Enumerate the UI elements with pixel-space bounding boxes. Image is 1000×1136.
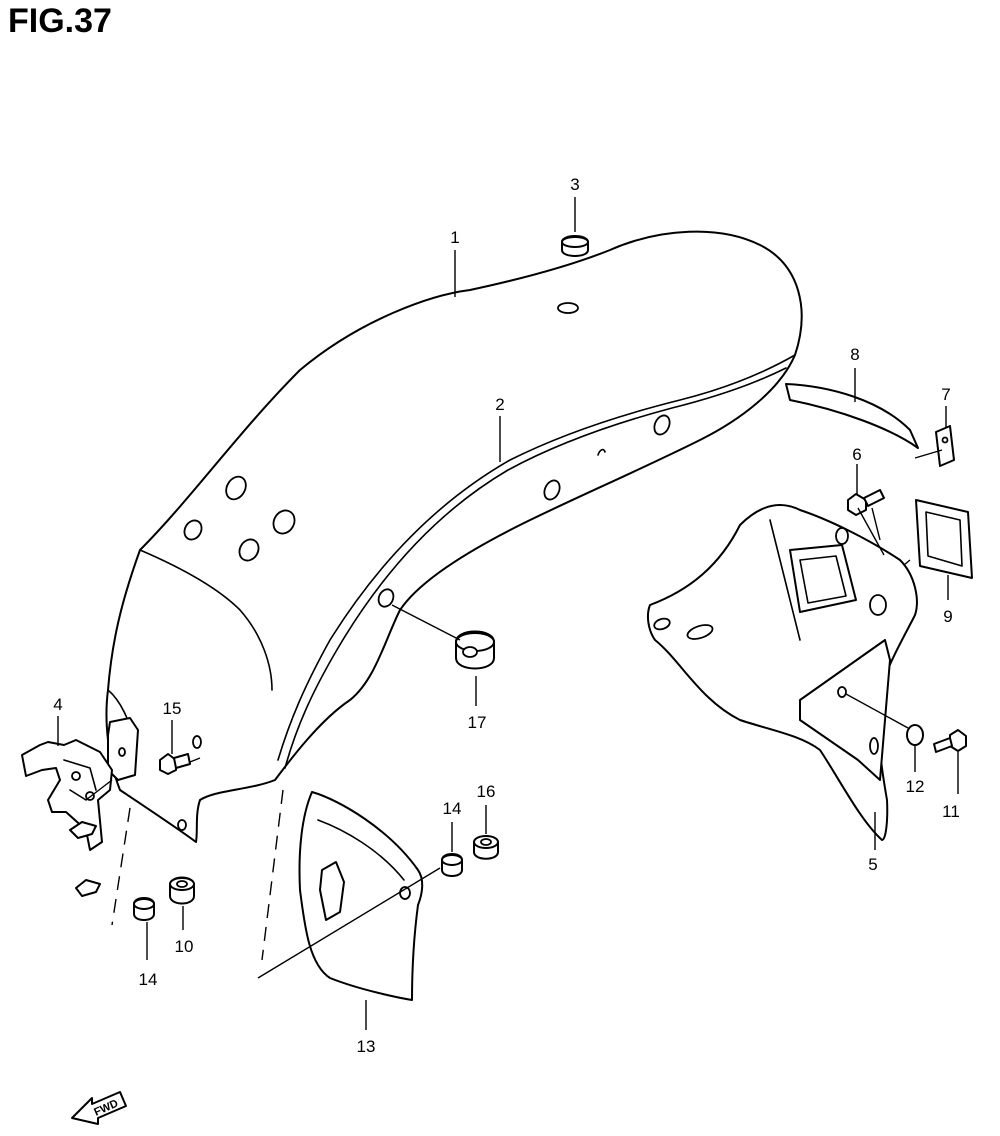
fwd-label: FWD <box>92 1098 120 1119</box>
bracket-part-4 <box>21 739 113 851</box>
bolt-part-6 <box>847 489 885 516</box>
washer-part-12 <box>906 724 924 746</box>
callout-4: 4 <box>53 695 62 714</box>
screw-bracket-lower <box>75 879 101 897</box>
callout-14-left: 14 <box>139 970 158 989</box>
screw-bracket-upper <box>69 821 97 839</box>
rear-fender-part-1 <box>105 230 803 843</box>
clip-part-7 <box>935 425 955 467</box>
callout-6: 6 <box>852 445 861 464</box>
callout-17: 17 <box>468 713 487 732</box>
callout-leaders <box>57 197 959 1030</box>
callout-11: 11 <box>942 802 960 821</box>
nut-part-14-right <box>441 853 463 877</box>
callout-10: 10 <box>175 937 194 956</box>
callout-1: 1 <box>450 228 459 247</box>
grommet-part-3 <box>561 235 589 257</box>
callout-9: 9 <box>943 607 952 626</box>
callout-7: 7 <box>941 385 950 404</box>
screw-part-15 <box>159 753 191 775</box>
grommet-part-17 <box>455 630 495 670</box>
mud-flap-part-13 <box>298 791 424 1001</box>
nut-part-10 <box>169 876 195 905</box>
callout-2: 2 <box>495 395 504 414</box>
trim-strip-part-8 <box>785 383 919 449</box>
callout-13: 13 <box>357 1037 376 1056</box>
callout-8: 8 <box>850 345 859 364</box>
callout-16: 16 <box>477 782 496 801</box>
callout-14-right: 14 <box>443 799 462 818</box>
callout-12: 12 <box>906 777 925 796</box>
nut-part-14-left <box>133 897 155 921</box>
figure-title: FIG.37 <box>8 2 112 40</box>
callout-3: 3 <box>570 175 579 194</box>
bolt-part-11 <box>933 729 967 753</box>
bracket-part-5 <box>646 504 918 841</box>
assembly-guide-lines <box>85 449 943 979</box>
forward-direction-arrow: FWD <box>71 1091 127 1125</box>
callout-15: 15 <box>163 699 182 718</box>
callout-labels: 1 2 3 4 5 6 7 8 9 10 11 12 13 14 14 15 1… <box>53 175 960 1056</box>
callout-5: 5 <box>868 855 877 874</box>
rubber-pad-part-9 <box>915 499 973 579</box>
nut-part-16 <box>473 835 499 860</box>
